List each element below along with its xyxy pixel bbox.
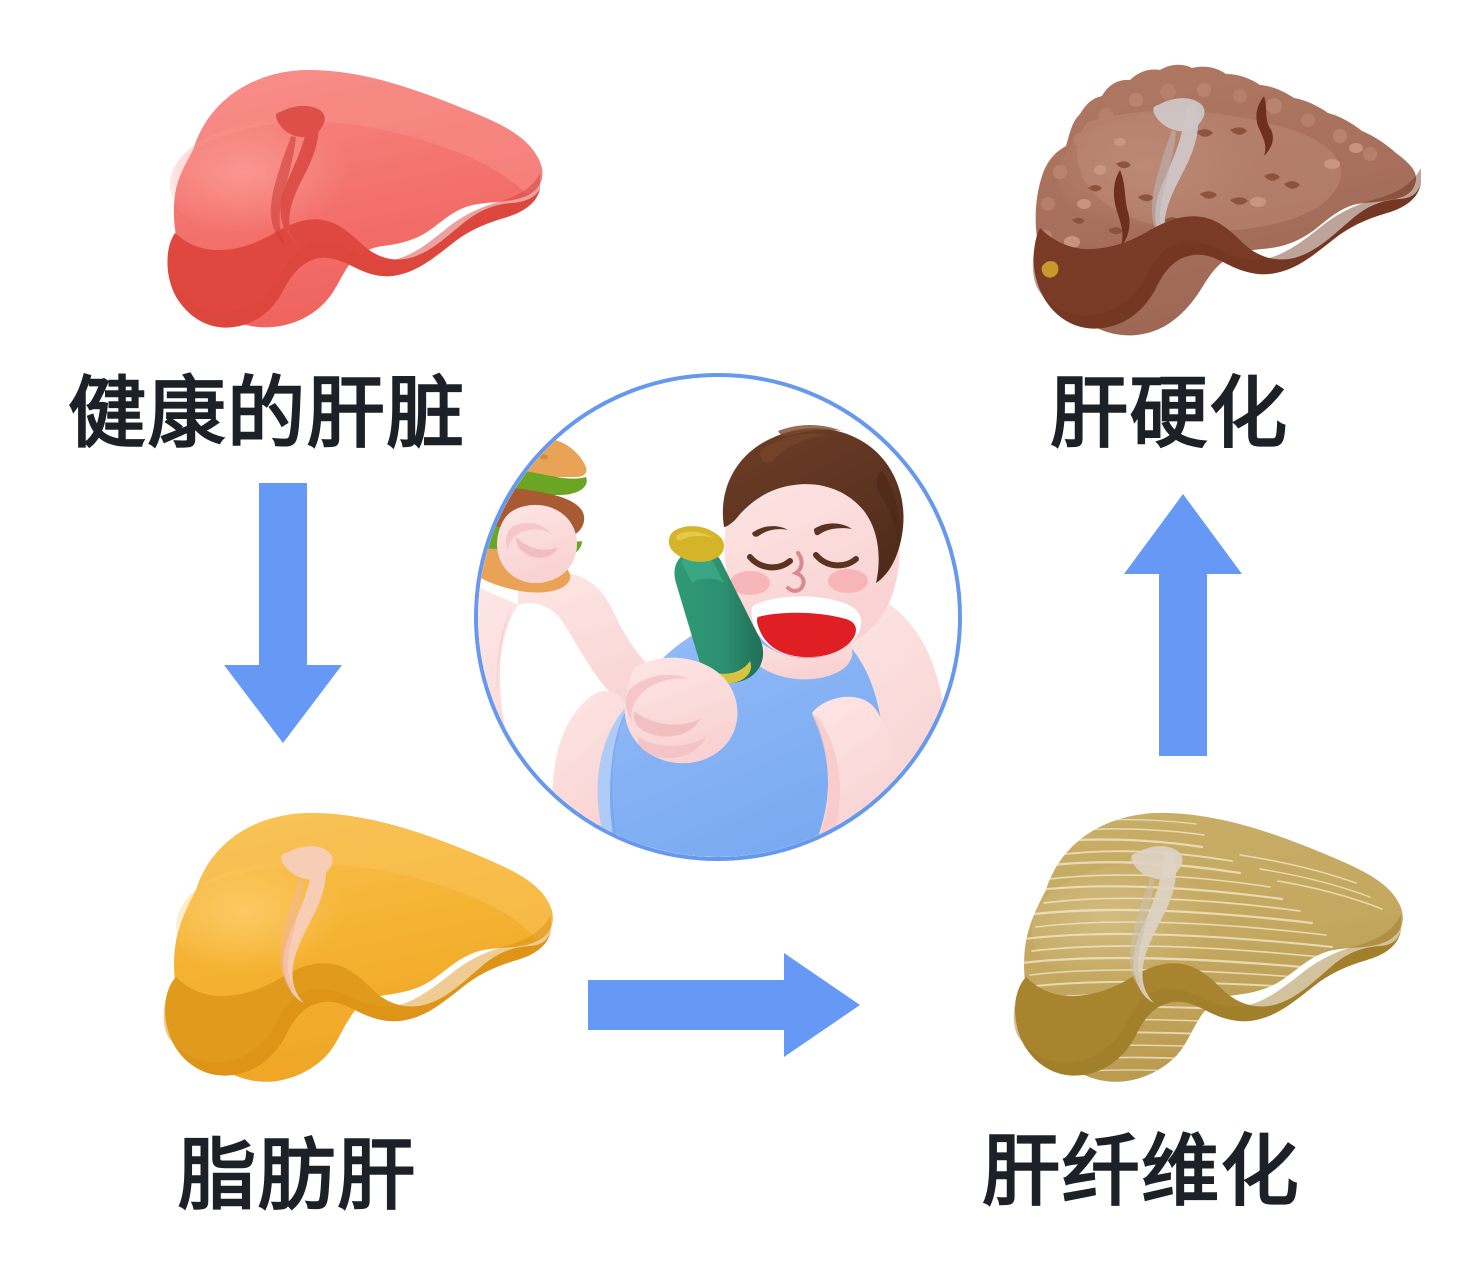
liver-cirrhosis-icon (1032, 64, 1421, 336)
liver-fibrosis-icon (1013, 812, 1403, 1082)
liver-healthy-icon (167, 69, 543, 328)
liver-fatty-icon (163, 812, 553, 1082)
label-fatty-liver: 脂肪肝 (178, 1131, 417, 1219)
cheek-blush (828, 569, 868, 593)
hair (722, 428, 904, 583)
arrow-fatty-to-fibrosis (588, 950, 862, 1060)
label-liver-fibrosis: 肝纤维化 (982, 1127, 1301, 1215)
label-healthy-liver: 健康的肝脏 (68, 369, 466, 457)
left-fist (496, 504, 577, 584)
stage-cirrhosis (968, 52, 1428, 357)
arrow-healthy-to-fatty (218, 483, 348, 745)
label-cirrhosis: 肝硬化 (1050, 369, 1289, 457)
circle-outline (474, 373, 962, 861)
unhealthy-lifestyle-illustration (478, 377, 958, 857)
man-head (722, 425, 904, 659)
right-fist (624, 657, 738, 764)
arrow-fibrosis-to-cirrhosis (1118, 490, 1248, 758)
stage-liver-fibrosis (940, 795, 1410, 1107)
cheek-blush (730, 571, 770, 595)
stage-fatty-liver (90, 795, 560, 1107)
stage-healthy-liver (80, 55, 550, 360)
center-illustration-circle (474, 373, 962, 861)
